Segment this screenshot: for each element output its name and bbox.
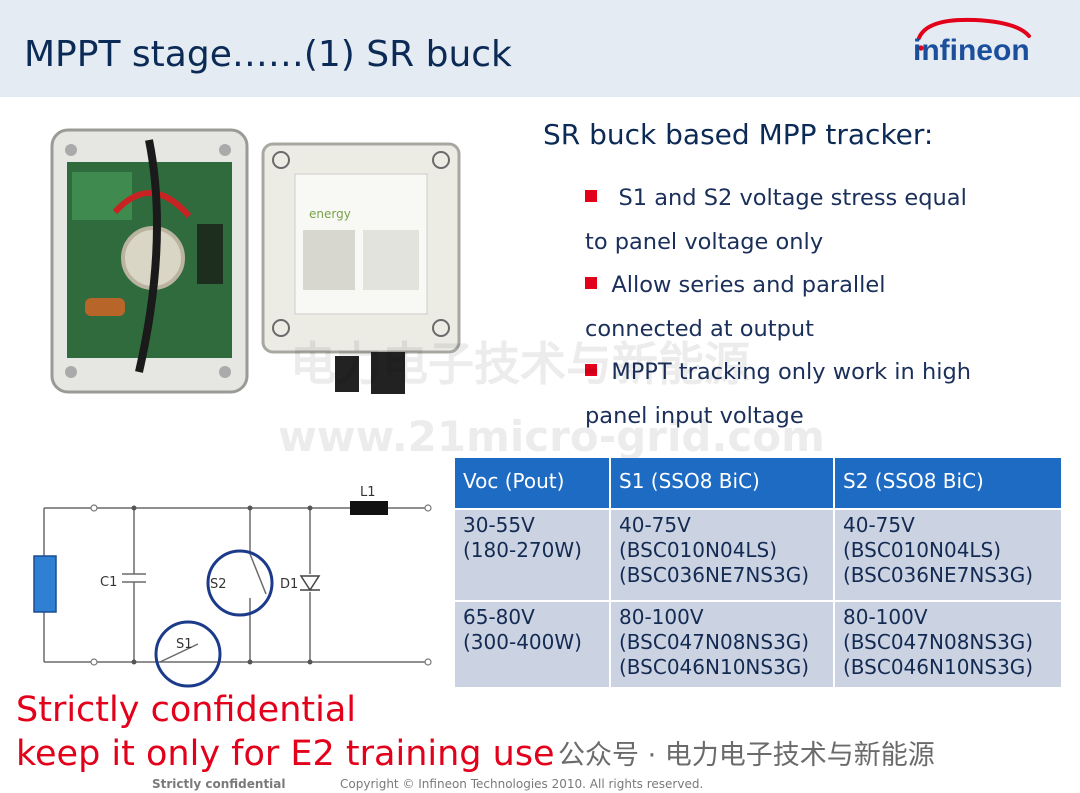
table-cell: 40-75V(BSC010N04LS)(BSC036NE7NS3G) xyxy=(835,510,1061,600)
footer-copyright: Copyright © Infineon Technologies 2010. … xyxy=(340,777,704,791)
table-row: 65-80V(300-400W) 80-100V(BSC047N08NS3G)(… xyxy=(455,602,1061,687)
label-c1: C1 xyxy=(100,575,117,590)
bullet-2-line-1: Allow series and parallel xyxy=(585,272,886,298)
header-s1: S1 (SSO8 BiC) xyxy=(611,458,833,508)
photo-label: energy xyxy=(309,207,351,221)
table-cell: 80-100V(BSC047N08NS3G)(BSC046N10NS3G) xyxy=(835,602,1061,687)
section-heading: SR buck based MPP tracker: xyxy=(543,118,934,151)
table-cell: 40-75V(BSC010N04LS)(BSC036NE7NS3G) xyxy=(611,510,833,600)
bullet-2-line-2: connected at output xyxy=(585,316,814,342)
bullet-3-line-2: panel input voltage xyxy=(585,403,804,429)
bullet-3-line-1: MPPT tracking only work in high xyxy=(585,359,971,385)
header-s2: S2 (SSO8 BiC) xyxy=(835,458,1061,508)
label-l1: L1 xyxy=(360,485,376,500)
label-s1: S1 xyxy=(176,637,193,652)
red-square-bullet-icon xyxy=(585,189,597,202)
bullet-1-line-2: to panel voltage only xyxy=(585,229,824,255)
label-s2: S2 xyxy=(210,577,227,592)
table-header-row: Voc (Pout) S1 (SSO8 BiC) S2 (SSO8 BiC) xyxy=(455,458,1061,508)
header-bar: MPPT stage……(1) SR buck infineon xyxy=(0,0,1080,97)
mosfet-spec-table: Voc (Pout) S1 (SSO8 BiC) S2 (SSO8 BiC) 3… xyxy=(453,456,1063,689)
page-title: MPPT stage……(1) SR buck xyxy=(24,34,512,75)
infineon-logo: infineon xyxy=(913,17,1031,67)
product-photo: energy xyxy=(50,128,461,394)
watermark-url: www.21micro-grid.com xyxy=(278,412,825,461)
wechat-watermark: 公众号 · 电力电子技术与新能源 xyxy=(558,740,935,771)
table-cell: 80-100V(BSC047N08NS3G)(BSC046N10NS3G) xyxy=(611,602,833,687)
label-d1: D1 xyxy=(280,577,298,592)
header-voc: Voc (Pout) xyxy=(455,458,609,508)
table-cell: 30-55V(180-270W) xyxy=(455,510,609,600)
confidential-notice-line-1: Strictly confidential xyxy=(16,690,357,730)
red-square-bullet-icon xyxy=(585,363,597,376)
confidential-notice-line-2: keep it only for E2 training use xyxy=(16,734,555,774)
bullet-1-line-1: S1 and S2 voltage stress equal xyxy=(585,185,967,211)
logo-wordmark: infineon xyxy=(913,34,1030,67)
table-cell: 65-80V(300-400W) xyxy=(455,602,609,687)
footer-confidential: Strictly confidential xyxy=(152,777,286,791)
table-row: 30-55V(180-270W) 40-75V(BSC010N04LS)(BSC… xyxy=(455,510,1061,600)
watermark-cn: 电力电子技术与新能源 xyxy=(290,337,750,391)
red-square-bullet-icon xyxy=(585,276,597,289)
buck-circuit-diagram: L1 C1 S2 D1 S1 xyxy=(33,485,432,688)
